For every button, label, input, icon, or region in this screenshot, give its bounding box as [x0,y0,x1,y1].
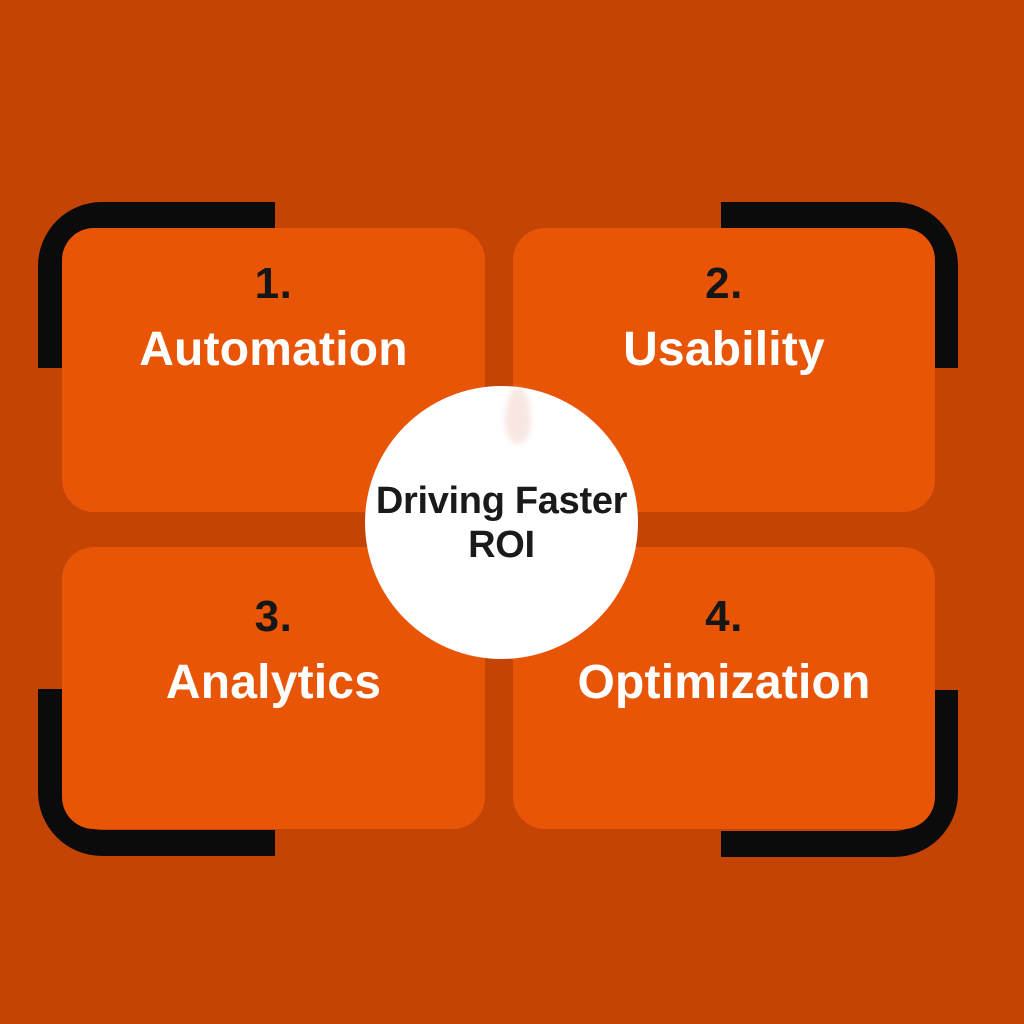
center-title-line1: Driving Faster [375,479,628,522]
center-circle: Driving Faster ROI [365,386,638,659]
center-title-line2: ROI [468,523,535,566]
quadrant-number: 3. [254,592,293,641]
highlight-streak-decoration [505,388,531,444]
quadrant-label: Analytics [165,656,382,709]
center-title: Driving Faster ROI [375,479,628,567]
quadrant-number: 1. [254,259,293,308]
quadrant-card-analytics: 3. Analytics [62,547,485,829]
quadrant-label: Usability [623,323,825,376]
quadrant-number: 2. [705,259,743,308]
quadrant-number: 4. [705,592,743,641]
quadrant-label: Optimization [577,656,871,709]
quadrant-label: Automation [139,323,408,376]
